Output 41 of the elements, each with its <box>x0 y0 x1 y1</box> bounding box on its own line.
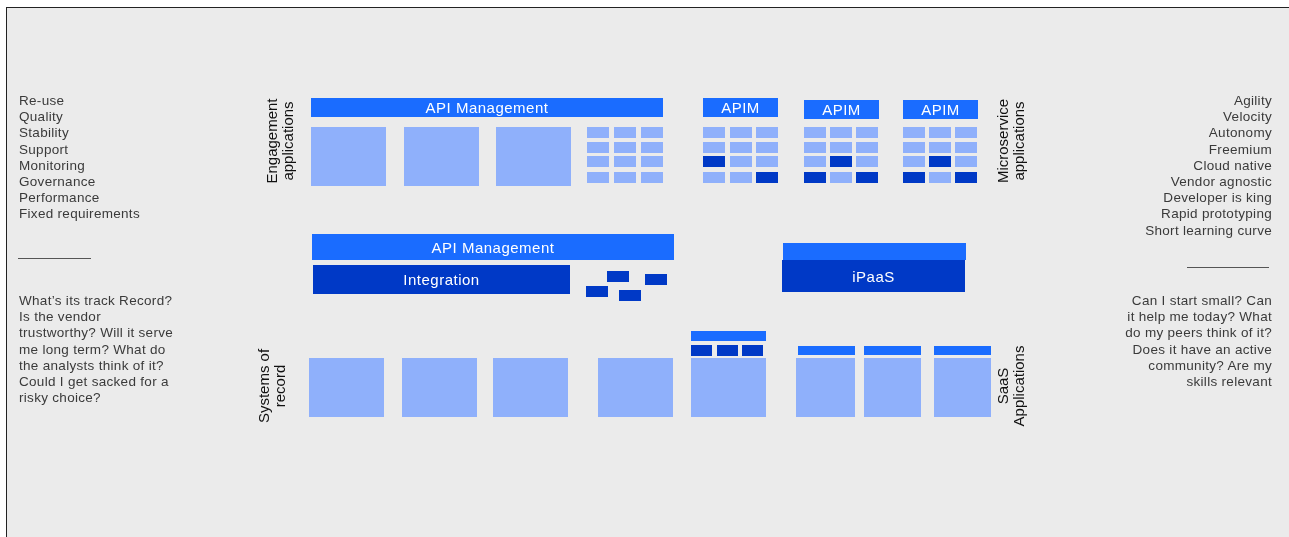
system-block <box>309 358 384 417</box>
list-item: Re-use <box>19 93 65 110</box>
list-item: Stability <box>19 125 69 142</box>
application-block <box>404 127 479 186</box>
saas-block <box>796 358 855 417</box>
row-label: SaaS Applications <box>995 344 1028 429</box>
list-item: Monitoring <box>19 157 86 174</box>
application-block <box>311 127 386 186</box>
gateway-bar: APIM <box>703 98 778 117</box>
system-block <box>402 358 477 417</box>
saas-block <box>934 358 991 417</box>
platform-box: iPaaS <box>782 260 965 292</box>
gateway-bar: APIM <box>903 100 978 119</box>
list-item: Support <box>19 141 69 158</box>
integration-bar: Integration <box>313 265 570 294</box>
list-item: Quality <box>19 109 64 126</box>
system-block <box>493 358 568 417</box>
application-block <box>496 127 571 186</box>
question-paragraph: Can I start small? Can it help me today? What do my peers think of it? Does it have an active community? Are my skills relevant <box>1124 293 1272 391</box>
layer-bar: API Management <box>311 98 663 117</box>
list-item: Vendor agnostic <box>1169 174 1272 191</box>
list-item: Rapid prototyping <box>1160 206 1272 223</box>
list-item: Governance <box>19 174 96 191</box>
list-item: Freemium <box>1207 141 1272 158</box>
saas-block <box>864 358 921 417</box>
row-label: Engagement applications <box>264 97 297 186</box>
system-block <box>598 358 673 417</box>
layer-bar: API Management <box>312 234 674 260</box>
list-item: Performance <box>19 190 100 207</box>
list-item: Fixed requirements <box>19 206 140 223</box>
list-item: Short learning curve <box>1144 222 1272 239</box>
question-paragraph: What’s its track Record? Is the vendor trustworthy? Will it serve me long term? What do the analysts think of it? Could I get sacked for a risky choice? <box>19 293 175 407</box>
list-item: Autonomy <box>1207 125 1272 142</box>
list-item: Cloud native <box>1192 157 1272 174</box>
row-label: Microservice applications <box>995 97 1028 186</box>
system-block <box>691 358 766 417</box>
gateway-bar: APIM <box>804 100 879 119</box>
list-item: Velocity <box>1222 109 1272 126</box>
row-label: Systems of record <box>256 347 289 426</box>
list-item: Developer is king <box>1162 190 1272 207</box>
list-item: Agility <box>1232 93 1272 110</box>
